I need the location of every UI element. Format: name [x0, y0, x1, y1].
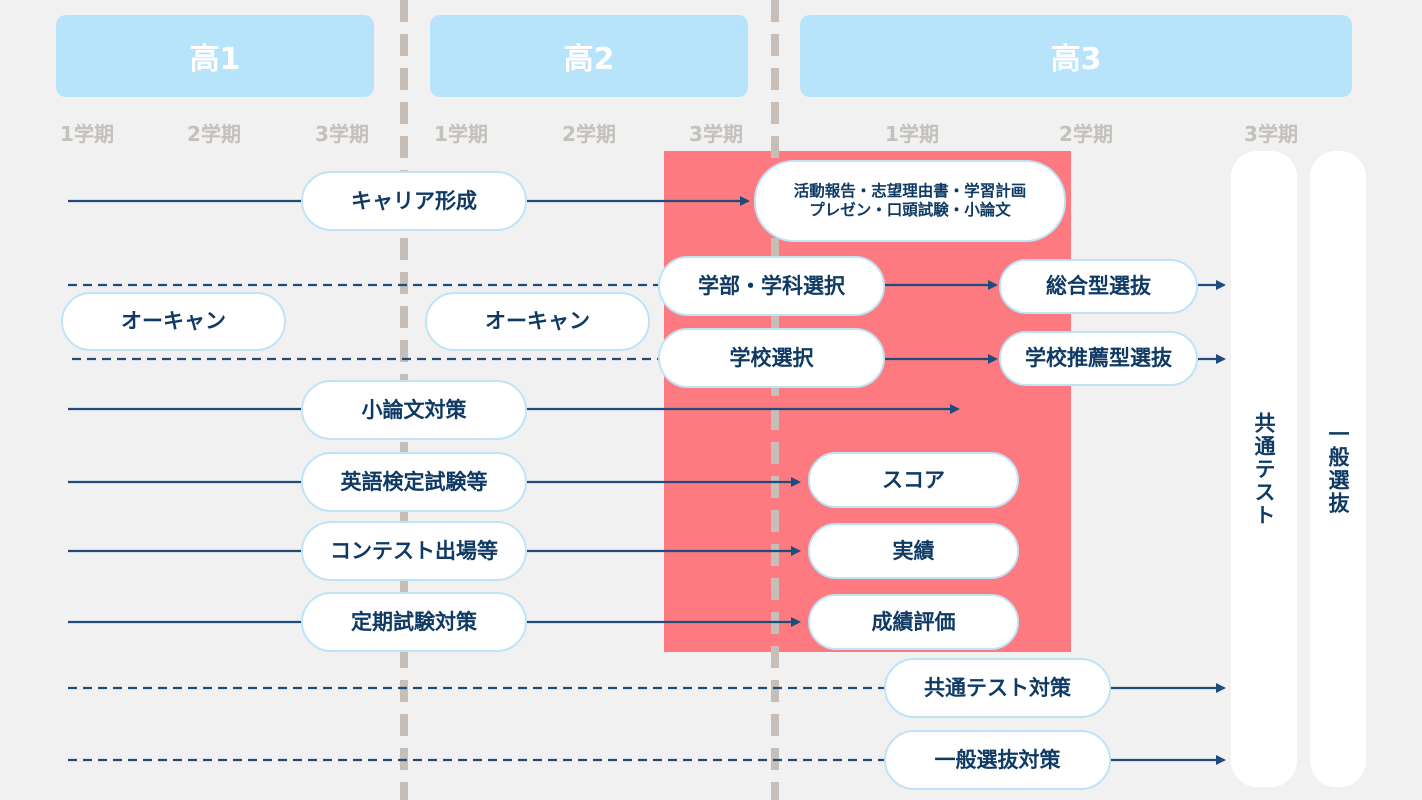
career-pill: キャリア形成 — [301, 171, 527, 231]
term-label: 1学期 — [60, 122, 114, 146]
school-selection-pill: 学校選択 — [658, 328, 885, 388]
common-test-column: 共通テスト — [1231, 151, 1297, 787]
term-label: 2学期 — [1059, 122, 1113, 146]
activities-line-1: 活動報告・志望理由書・学習計画 — [793, 181, 1027, 200]
grade-header-3: 高3 — [800, 15, 1352, 97]
periodic-exam-pill: 定期試験対策 — [301, 592, 527, 652]
term-label: 2学期 — [562, 122, 616, 146]
english-test-pill: 英語検定試験等 — [301, 452, 527, 512]
achievements-pill: 実績 — [808, 523, 1019, 579]
open-campus-pill-1: オーキャン — [61, 292, 286, 351]
grade-evaluation-pill: 成績評価 — [808, 594, 1019, 650]
term-label: 3学期 — [315, 122, 369, 146]
grade-header-1: 高1 — [56, 15, 374, 97]
open-campus-pill-2: オーキャン — [425, 292, 650, 351]
general-selection-prep-pill: 一般選抜対策 — [884, 730, 1111, 790]
activities-line-2: プレゼン・口頭試験・小論文 — [809, 201, 1011, 219]
common-test-prep-pill: 共通テスト対策 — [884, 658, 1111, 718]
general-selection-column: 一般選抜 — [1310, 151, 1366, 787]
essay-prep-pill: 小論文対策 — [301, 380, 527, 440]
term-label: 2学期 — [187, 122, 241, 146]
grade-header-2: 高2 — [430, 15, 748, 97]
comprehensive-selection-pill: 総合型選抜 — [999, 259, 1198, 314]
faculty-selection-pill: 学部・学科選択 — [658, 256, 885, 316]
activities-pill: 活動報告・志望理由書・学習計画 プレゼン・口頭試験・小論文 — [754, 160, 1066, 242]
term-label: 1学期 — [434, 122, 488, 146]
contest-pill: コンテスト出場等 — [301, 521, 527, 581]
term-label: 3学期 — [689, 122, 743, 146]
score-pill: スコア — [808, 452, 1019, 508]
recommendation-selection-pill: 学校推薦型選抜 — [999, 331, 1198, 386]
term-label: 3学期 — [1244, 122, 1298, 146]
term-label: 1学期 — [885, 122, 939, 146]
